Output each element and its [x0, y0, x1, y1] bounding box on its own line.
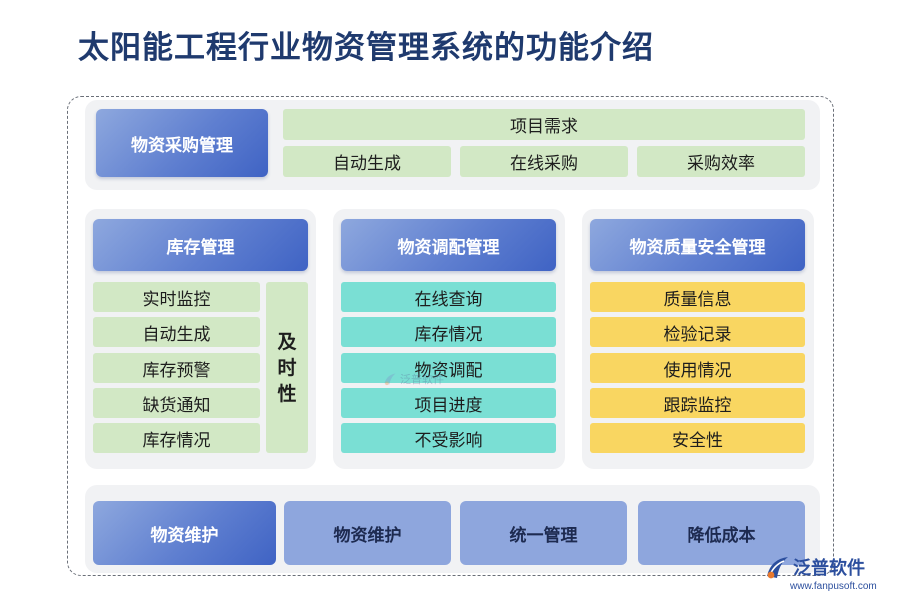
quality-item: 安全性 — [590, 423, 805, 453]
timeliness-label: 及 时 性 — [266, 282, 308, 453]
page-title: 太阳能工程行业物资管理系统的功能介绍 — [78, 30, 654, 66]
maintenance-item: 降低成本 — [638, 501, 805, 565]
procurement-item: 采购效率 — [637, 146, 805, 177]
quality-item: 检验记录 — [590, 317, 805, 347]
allocation-header: 物资调配管理 — [341, 219, 556, 271]
allocation-item: 不受影响 — [341, 423, 556, 453]
quality-header: 物资质量安全管理 — [590, 219, 805, 271]
maintenance-header: 物资维护 — [93, 501, 276, 565]
watermark-text: 泛普软件 — [400, 373, 444, 386]
timeliness-char: 时 — [277, 356, 297, 379]
allocation-item: 库存情况 — [341, 317, 556, 347]
quality-item: 质量信息 — [590, 282, 805, 312]
brand-logo-icon — [767, 557, 788, 579]
inventory-header: 库存管理 — [93, 219, 308, 271]
inventory-item: 缺货通知 — [93, 388, 260, 418]
allocation-item: 在线查询 — [341, 282, 556, 312]
inventory-item: 实时监控 — [93, 282, 260, 312]
inventory-item: 库存情况 — [93, 423, 260, 453]
procurement-item: 自动生成 — [283, 146, 451, 177]
maintenance-item: 物资维护 — [284, 501, 451, 565]
inventory-item: 库存预警 — [93, 353, 260, 383]
allocation-item: 物资调配 — [341, 353, 556, 383]
quality-item: 跟踪监控 — [590, 388, 805, 418]
procurement-header: 物资采购管理 — [96, 109, 268, 177]
maintenance-item: 统一管理 — [460, 501, 627, 565]
procurement-item: 在线采购 — [460, 146, 628, 177]
brand-name: 泛普软件 — [793, 558, 865, 579]
timeliness-char: 及 — [277, 330, 297, 353]
allocation-item: 项目进度 — [341, 388, 556, 418]
brand-url: www.fanpusoft.com — [790, 581, 877, 592]
project-demand-bar: 项目需求 — [283, 109, 805, 140]
inventory-item: 自动生成 — [93, 317, 260, 347]
watermark-logo-icon — [384, 373, 396, 386]
watermark: 泛普软件 — [382, 371, 444, 387]
diagram-frame — [67, 96, 834, 576]
quality-item: 使用情况 — [590, 353, 805, 383]
brand-logo: 泛普软件 — [764, 554, 865, 580]
timeliness-char: 性 — [277, 382, 297, 405]
